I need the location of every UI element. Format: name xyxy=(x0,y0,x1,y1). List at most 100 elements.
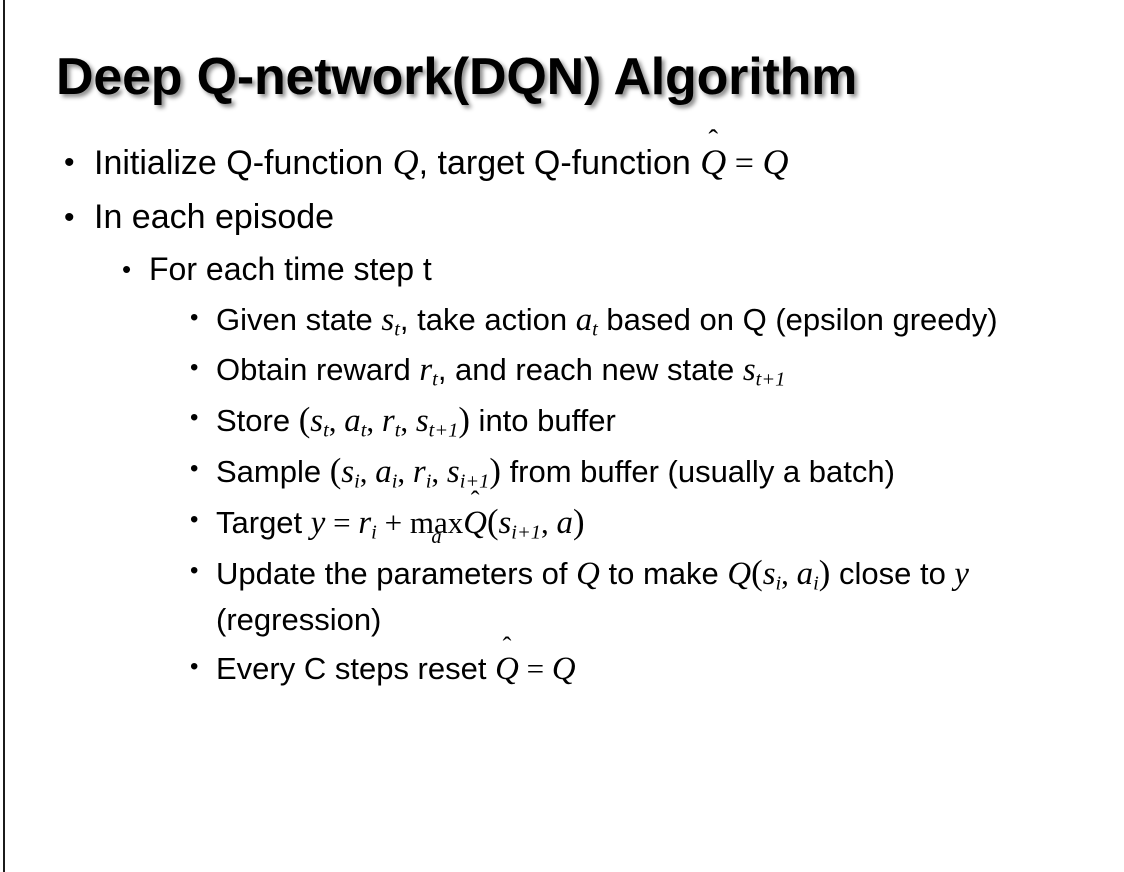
sample-comma-1: , xyxy=(359,454,376,489)
update-a-subscript: i xyxy=(813,572,819,595)
list-item-in-each-episode: • In each episode xyxy=(0,195,1124,239)
reset-qhat-base: Q xyxy=(495,651,519,687)
target-max-label: max xyxy=(409,505,464,540)
target-r-subscript: i xyxy=(371,521,377,544)
store-comma-2: , xyxy=(366,403,382,438)
target-equals: = xyxy=(325,505,359,540)
target-qhat-base: Q xyxy=(463,505,487,541)
initialize-prefix: Initialize Q-function xyxy=(94,144,393,182)
page-title: Deep Q-network(DQN) Algorithm xyxy=(56,48,858,106)
list-item-store-text: Store (st, at, rt, st+1) into buffer xyxy=(216,397,1124,444)
target-a-symbol: a xyxy=(556,505,573,541)
list-item-update: • Update the parameters of Q to make Q(s… xyxy=(0,550,1124,642)
store-s2-symbol: s xyxy=(415,403,429,439)
sample-close-paren: ) xyxy=(489,451,501,490)
target-r-symbol: r xyxy=(358,505,372,541)
sample-p1: Sample xyxy=(216,454,330,489)
store-p1: Store xyxy=(216,403,299,438)
store-a-symbol: a xyxy=(344,403,361,439)
bullet-marker-icon: • xyxy=(190,506,199,533)
initialize-q2-symbol: Q xyxy=(762,142,789,182)
list-item-for-each-time-step-text: For each time step t xyxy=(149,251,432,287)
bullet-marker-icon: • xyxy=(190,354,199,381)
target-open-paren: ( xyxy=(486,502,499,541)
update-p4: (regression) xyxy=(216,602,382,637)
sample-comma-3: , xyxy=(431,454,447,489)
list-item-target: • Target y = ri + maxâQ(si+1, a) xyxy=(0,499,1124,548)
store-r-subscript: t xyxy=(394,419,401,442)
target-qhat-symbol: ̂Q xyxy=(463,501,487,546)
list-item-initialize: • Initialize Q-function Q, target Q-func… xyxy=(0,140,1124,186)
update-q2-symbol: Q xyxy=(727,556,752,592)
bullet-marker-icon: • xyxy=(190,304,199,331)
store-open-paren: ( xyxy=(298,400,311,439)
store-s-symbol: s xyxy=(310,403,324,439)
update-p2: to make xyxy=(599,556,728,591)
store-close-paren: ) xyxy=(458,400,470,439)
given-state-p2: , take action xyxy=(399,302,576,337)
sample-r-symbol: r xyxy=(412,454,426,490)
obtain-reward-s-symbol: s xyxy=(742,352,756,388)
list-item-in-each-episode-text: In each episode xyxy=(94,198,335,236)
store-p2: into buffer xyxy=(469,403,616,438)
bullet-marker-icon: • xyxy=(64,201,75,234)
list-item-given-state: • Given state st, take action at based o… xyxy=(0,297,1124,343)
list-item-reset-text: Every C steps reset ̂Q = Q xyxy=(216,646,1124,692)
obtain-reward-p1: Obtain reward xyxy=(216,352,420,387)
list-item-for-each-time-step: • For each time step t xyxy=(0,248,1124,290)
list-item-given-state-text: Given state st, take action at based on … xyxy=(216,297,1124,343)
reset-equals: = xyxy=(518,651,552,686)
store-comma-1: , xyxy=(328,403,345,438)
reset-p1: Every C steps reset xyxy=(216,651,496,686)
list-item-initialize-text: Initialize Q-function Q, target Q-functi… xyxy=(94,140,1124,186)
list-item-obtain-reward-text: Obtain reward rt, and reach new state st… xyxy=(216,347,1124,393)
reset-q-symbol: Q xyxy=(551,651,576,687)
obtain-reward-s-subscript: t+1 xyxy=(755,368,786,391)
obtain-reward-p2: , and reach new state xyxy=(437,352,743,387)
reset-qhat-symbol: ̂Q xyxy=(495,647,519,692)
sample-r-subscript: i xyxy=(425,470,432,493)
sample-s2-subscript: i+1 xyxy=(459,470,490,493)
update-p3: close to xyxy=(830,556,955,591)
list-item-target-text: Target y = ri + maxâQ(si+1, a) xyxy=(216,499,1124,548)
store-s2-subscript: t+1 xyxy=(428,419,459,442)
update-open-paren: ( xyxy=(751,553,763,592)
initialize-mid: , target Q-function xyxy=(418,144,701,182)
store-r-symbol: r xyxy=(381,403,395,439)
bullet-marker-icon: • xyxy=(64,146,75,179)
sample-comma-2: , xyxy=(397,454,413,489)
list-item-store: • Store (st, at, rt, st+1) into buffer xyxy=(0,397,1124,444)
initialize-qhat-symbol: ̂Q xyxy=(700,140,726,184)
initialize-qhat-base: Q xyxy=(700,142,727,182)
bullet-marker-icon: • xyxy=(122,254,132,284)
target-y-symbol: y xyxy=(310,505,326,541)
store-comma-3: , xyxy=(400,403,416,438)
list-item-sample: • Sample (si, ai, ri, si+1) from buffer … xyxy=(0,448,1124,495)
list-item-sample-text: Sample (si, ai, ri, si+1) from buffer (u… xyxy=(216,448,1124,495)
initialize-equals: = xyxy=(726,145,763,182)
bullet-marker-icon: • xyxy=(190,557,199,584)
update-s-subscript: i xyxy=(775,572,782,595)
obtain-reward-r-subscript: t xyxy=(432,368,438,391)
given-state-a-subscript: t xyxy=(592,318,598,341)
algorithm-bullet-list: • Initialize Q-function Q, target Q-func… xyxy=(0,140,1124,696)
target-s-symbol: s xyxy=(498,505,512,541)
given-state-a-symbol: a xyxy=(575,302,593,338)
update-a-symbol: a xyxy=(796,556,814,592)
bullet-marker-icon: • xyxy=(190,404,199,431)
list-item-reset: • Every C steps reset ̂Q = Q xyxy=(0,646,1124,692)
sample-s-symbol: s xyxy=(341,454,355,490)
update-q1-symbol: Q xyxy=(576,556,600,592)
update-s-symbol: s xyxy=(762,556,776,592)
update-p1: Update the parameters of xyxy=(216,556,577,591)
sample-a-subscript: i xyxy=(391,470,398,493)
target-max-underscript: a xyxy=(431,526,442,549)
obtain-reward-r-symbol: r xyxy=(419,352,433,388)
given-state-s-symbol: s xyxy=(381,302,395,338)
store-a-subscript: t xyxy=(360,419,367,442)
given-state-s-subscript: t xyxy=(394,318,400,341)
update-close-paren: ) xyxy=(818,553,831,592)
given-state-p1: Given state xyxy=(216,302,382,337)
